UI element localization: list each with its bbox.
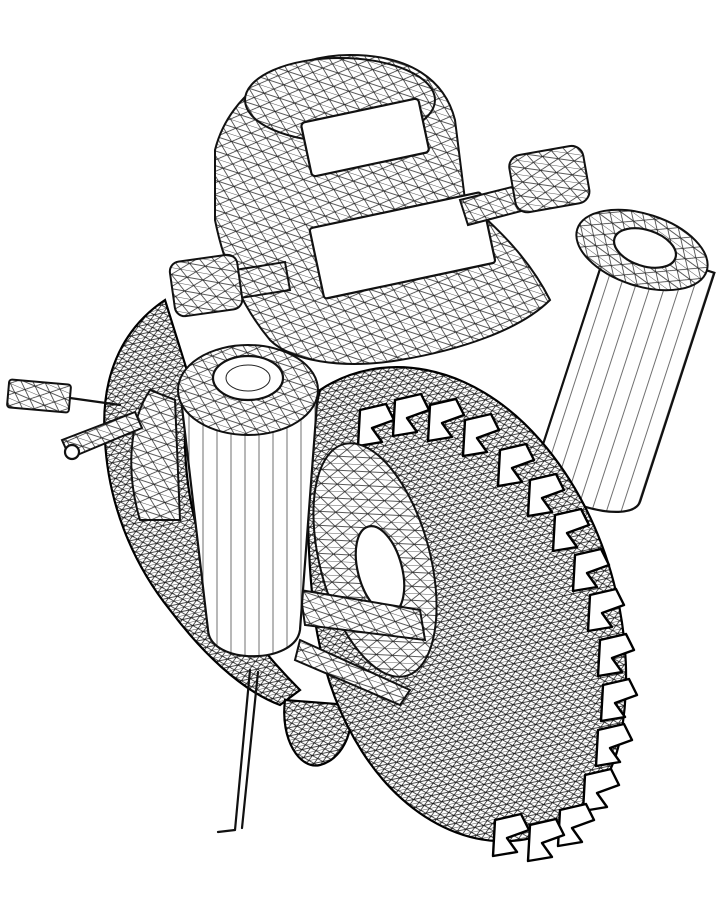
tread-block: [491, 812, 531, 858]
tread-block: [599, 677, 639, 723]
tread-block: [426, 397, 466, 443]
tread-block: [556, 802, 596, 848]
right-turn-signal: [458, 144, 591, 227]
tread-block: [586, 587, 626, 633]
tread-block: [571, 547, 611, 593]
license-plate: [308, 191, 497, 300]
left-footpeg: [6, 378, 122, 414]
tread-block: [594, 722, 634, 768]
tread-block: [581, 767, 621, 813]
tread-block: [391, 392, 431, 438]
left-turn-signal: [168, 253, 292, 318]
kickstand: [216, 668, 260, 834]
tread-block: [551, 507, 591, 553]
left-exhaust: [177, 344, 320, 658]
tread-block: [596, 632, 636, 678]
chain-guard: [293, 588, 427, 707]
tread-block: [461, 412, 501, 458]
left-handlebar: [60, 410, 144, 461]
tail-light: [300, 97, 430, 178]
right-exhaust: [534, 208, 716, 513]
tread-block: [526, 472, 566, 518]
tail-hump: [214, 53, 552, 365]
tread-block: [496, 442, 536, 488]
tread-block: [526, 817, 566, 863]
